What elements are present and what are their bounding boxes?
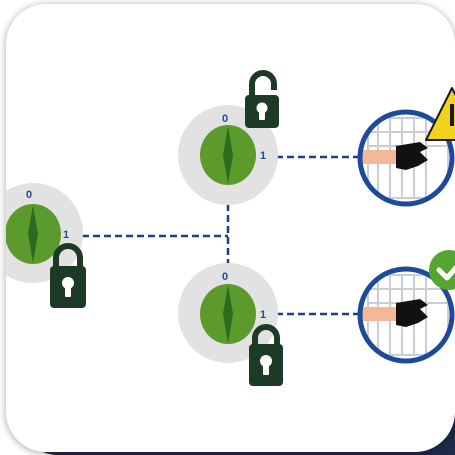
switch-label-on: 1 — [260, 150, 266, 162]
electrical-panel-illustration — [360, 117, 449, 199]
switch-label-on: 1 — [260, 309, 266, 321]
panel-border — [357, 266, 455, 364]
panel-border — [357, 109, 455, 207]
gloved-hand-icon — [396, 142, 428, 170]
gloved-hand-icon — [396, 299, 428, 327]
knob-handle — [28, 205, 38, 263]
panel-bottom — [357, 250, 455, 364]
switch-bottom: 0 1 — [178, 263, 283, 386]
switch-label-off: 0 — [222, 271, 228, 283]
warning-icon — [425, 87, 455, 141]
arm — [360, 150, 400, 164]
knob-handle — [223, 285, 233, 343]
electrical-panel-illustration — [360, 274, 449, 356]
switch-label-on: 1 — [63, 229, 69, 241]
panel-top — [357, 87, 455, 207]
padlock-unlocked-icon — [245, 70, 279, 128]
switch-label-off: 0 — [222, 113, 228, 125]
arm — [360, 307, 400, 321]
switch-left: 0 1 — [6, 183, 86, 308]
switch-label-off: 0 — [26, 189, 32, 201]
padlock-locked-icon — [50, 243, 86, 308]
padlock-locked-icon — [249, 324, 283, 386]
knob-handle — [223, 126, 233, 184]
switch-top: 0 1 — [178, 70, 279, 205]
check-icon — [429, 250, 455, 290]
